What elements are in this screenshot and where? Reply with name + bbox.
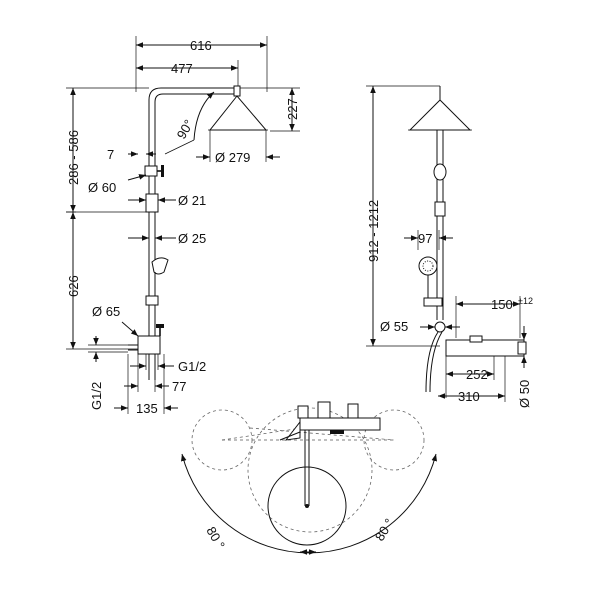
dim-g12-left-label: G1/2 [89,382,104,410]
dim-25-label: Ø 25 [178,231,206,246]
dimension-150: 150 ±12 [456,296,533,312]
dim-310-label: 310 [458,389,480,404]
dim-227-label: 227 [285,98,300,120]
dimension-626: 626 [66,212,81,349]
dimension-g12-right: G1/2 [130,354,206,374]
dimension-g12-left: G1/2 [88,336,128,410]
swing-position-right [363,409,425,471]
dimension-25: Ø 25 [128,231,206,246]
dim-135-label: 135 [136,401,158,416]
dim-150-label: 150 [491,297,513,312]
dim-60-label: Ø 60 [88,180,116,195]
dimension-7: 7 [107,147,156,162]
dimension-50: Ø 50 [517,326,532,408]
angle-right-label: 80 ° [372,516,397,544]
dimension-227: 227 [285,88,300,131]
dim-21-label: Ø 21 [178,193,206,208]
dimension-55: Ø 55 [380,319,460,334]
dim-279-label: Ø 279 [215,150,250,165]
thermostat-plan [279,401,381,441]
dimension-279: Ø 279 [196,130,280,165]
dim-286-586-label: 286 - 586 [66,130,81,185]
dimension-60: Ø 60 [88,174,147,195]
overhead-shower-head [208,85,268,131]
column-joint [433,163,447,181]
thermostat-side [128,324,164,355]
dim-g12-right-label: G1/2 [178,359,206,374]
dim-616-label: 616 [190,38,212,53]
dimension-286-586: 286 - 586 [66,88,81,212]
right-elevation-view: 912 - 1212 97 Ø 55 [366,85,533,408]
dim-252-label: 252 [466,367,488,382]
plan-view: 80 ° 80 ° [181,401,437,555]
hand-shower-holder [145,295,159,306]
dimension-252: 252 [445,356,495,398]
overhead-shower-plan [267,466,347,546]
hand-shower-front [418,256,443,307]
dimension-477: 477 [136,61,238,76]
dim-97-label: 97 [418,231,432,246]
dimension-135: 135 [114,354,178,416]
dim-150-tolerance: ±12 [518,296,533,306]
dimension-65: Ø 65 [92,304,139,337]
dim-912-1212-label: 912 - 1212 [366,200,381,262]
dimension-912-1212: 912 - 1212 [366,86,381,346]
dim-50-label: Ø 50 [517,380,532,408]
dimension-310: 310 [438,356,506,404]
angle-left-label: 80 ° [203,524,228,552]
thermostat-front [445,335,527,357]
height-clamp [145,193,159,213]
dimension-77: 77 [124,354,186,394]
overhead-shower-front [408,86,472,131]
column-clamp [434,201,446,217]
dim-477-label: 477 [171,61,193,76]
dim-7-label: 7 [107,147,114,162]
swing-envelope [247,407,373,533]
dim-626-label: 626 [66,275,81,297]
shower-hose [425,331,439,393]
left-elevation-view: 616 477 227 90° [66,36,300,416]
hose-connector [434,321,446,333]
diverter-knob [144,165,164,177]
dimension-616: 616 [136,38,267,53]
hand-shower [151,257,169,300]
shower-arm [148,87,236,380]
angle-90-label: 90° [174,117,197,142]
dim-65-label: Ø 65 [92,304,120,319]
dimension-21: Ø 21 [128,193,206,208]
dim-55-label: Ø 55 [380,319,408,334]
dimension-97: 97 [404,230,453,250]
angle-90: 90° [164,91,215,155]
dim-77-label: 77 [172,379,186,394]
